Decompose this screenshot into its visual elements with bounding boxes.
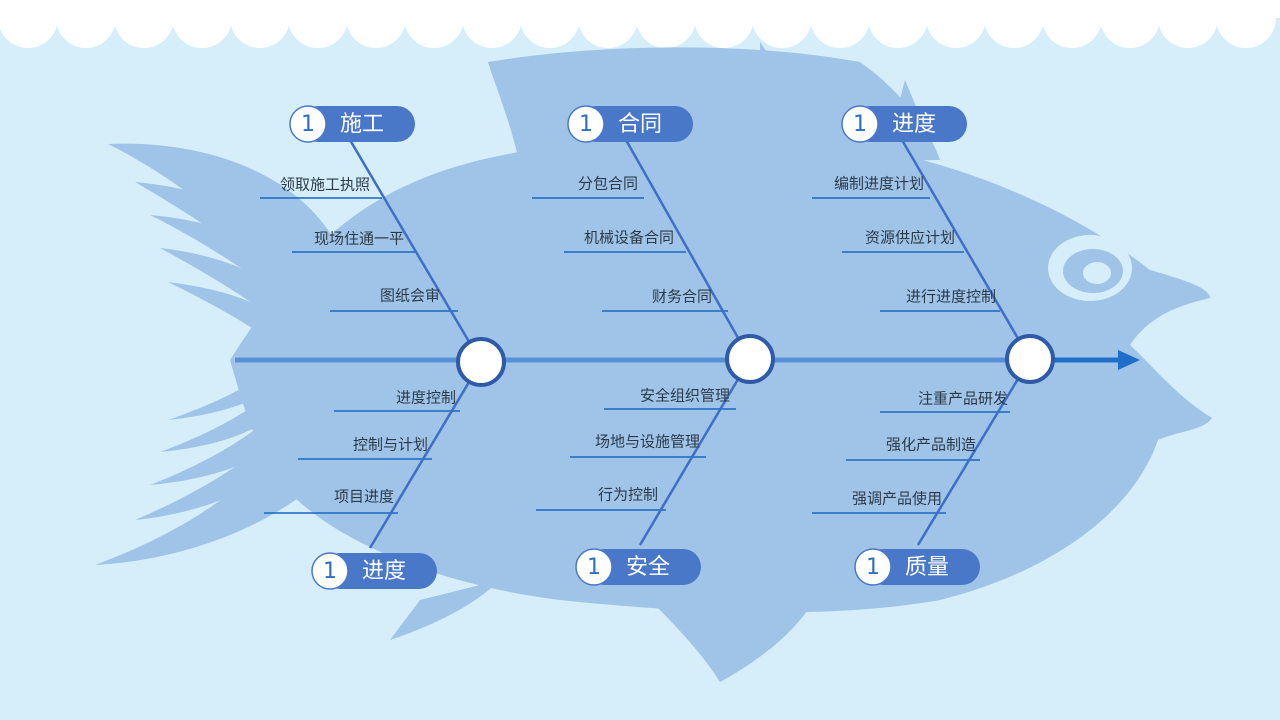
scallop <box>288 0 348 48</box>
scallop <box>984 0 1044 48</box>
scallop <box>114 0 174 48</box>
joint-node <box>1005 334 1055 384</box>
category-number: 1 <box>853 112 867 137</box>
category-bone <box>624 139 752 360</box>
cause-label: 编制进度计划 <box>834 175 924 193</box>
category-label: 合同 <box>618 112 662 137</box>
category-pill <box>322 553 437 589</box>
joint-node <box>725 334 775 384</box>
cause-label: 资源供应计划 <box>865 229 955 247</box>
number-badge <box>854 548 892 586</box>
scallop <box>636 0 696 48</box>
category-pill <box>300 106 415 142</box>
category-bone <box>368 361 483 549</box>
category-bone <box>916 358 1032 546</box>
scallop <box>462 0 522 48</box>
category-bone <box>638 358 752 546</box>
category-label: 质量 <box>905 555 949 580</box>
scallop <box>578 0 638 48</box>
category-label: 进度 <box>362 559 406 584</box>
cause-label: 注重产品研发 <box>918 390 1008 408</box>
category-pill <box>852 106 967 142</box>
number-badge <box>567 105 605 143</box>
cause-label: 现场住通一平 <box>314 230 404 248</box>
category-number: 1 <box>301 112 315 137</box>
category-number: 1 <box>579 112 593 137</box>
category-label: 进度 <box>892 112 936 137</box>
scallop <box>752 0 812 48</box>
scallop <box>1216 0 1276 48</box>
fish-eye <box>1048 235 1132 301</box>
fish-bottom-fin <box>640 590 820 682</box>
scallop <box>868 0 928 48</box>
number-badge <box>311 552 349 590</box>
cause-label: 分包合同 <box>578 175 638 193</box>
cause-label: 控制与计划 <box>353 436 428 454</box>
cause-label: 强调产品使用 <box>852 490 942 508</box>
category-bone <box>348 139 483 363</box>
cause-label: 机械设备合同 <box>584 229 674 247</box>
scallop <box>0 0 58 48</box>
arrow-head-icon <box>1118 350 1140 370</box>
category-label: 施工 <box>340 112 384 137</box>
cause-label: 进度控制 <box>396 389 456 407</box>
category-pill <box>586 549 701 585</box>
scallop <box>1100 0 1160 48</box>
cause-label: 项目进度 <box>334 488 394 506</box>
category-pill <box>578 106 693 142</box>
category-label: 安全 <box>626 555 670 580</box>
scallop <box>346 0 406 48</box>
scallop <box>520 0 580 48</box>
cause-label: 进行进度控制 <box>906 288 996 306</box>
cause-label: 行为控制 <box>598 486 658 504</box>
number-badge <box>841 105 879 143</box>
cause-label: 场地与设施管理 <box>595 433 700 451</box>
cause-label: 图纸会审 <box>380 287 440 305</box>
scallop <box>810 0 870 48</box>
fish-body <box>230 135 1212 613</box>
scallop <box>1042 0 1102 48</box>
scallop <box>694 0 754 48</box>
number-badge <box>575 548 613 586</box>
scallop-border <box>0 0 1280 48</box>
scallop <box>404 0 464 48</box>
cause-label: 财务合同 <box>652 288 712 306</box>
cause-label: 强化产品制造 <box>886 436 976 454</box>
category-number: 1 <box>866 555 880 580</box>
scallop <box>926 0 986 48</box>
scallop <box>56 0 116 48</box>
joint-node <box>456 337 506 387</box>
category-number: 1 <box>587 555 601 580</box>
category-pill <box>865 549 980 585</box>
scallop <box>172 0 232 48</box>
scallop <box>1158 0 1218 48</box>
category-number: 1 <box>323 559 337 584</box>
cause-label: 安全组织管理 <box>640 387 730 405</box>
category-bone <box>900 139 1032 360</box>
cause-label: 领取施工执照 <box>280 176 370 194</box>
fish-bottom-left-fin <box>390 580 500 640</box>
scallop <box>230 0 290 48</box>
number-badge <box>289 105 327 143</box>
